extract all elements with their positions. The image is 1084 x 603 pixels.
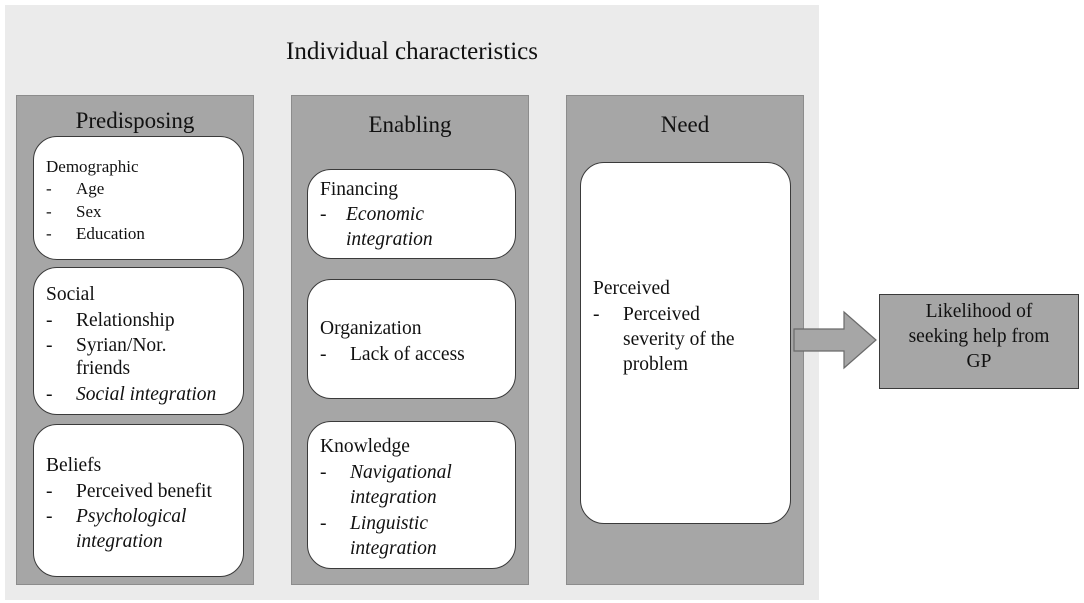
arrow-right-icon	[793, 310, 877, 370]
enabling-column: Enabling Financing - Economic integratio…	[291, 95, 529, 585]
beliefs-item-integration: integration	[76, 531, 163, 552]
dash: -	[46, 481, 53, 502]
need-label: Need	[660, 112, 710, 137]
dash: -	[593, 304, 600, 325]
dash: -	[46, 310, 53, 331]
knowledge-title: Knowledge	[320, 436, 410, 457]
organization-title: Organization	[320, 318, 422, 339]
demographic-item-education: Education	[76, 224, 145, 243]
financing-item-economic: Economic	[346, 204, 424, 225]
financing-box: Financing - Economic integration	[307, 169, 516, 259]
dash: -	[320, 462, 327, 483]
knowledge-item-integration-2: integration	[350, 538, 437, 559]
organization-item-lack-of-access: Lack of access	[350, 344, 465, 365]
social-item-friends: friends	[76, 358, 131, 379]
need-item-problem: problem	[623, 354, 688, 375]
social-item-syrian-nor: Syrian/Nor.	[76, 335, 167, 356]
demographic-item-sex: Sex	[76, 202, 102, 221]
dash: -	[46, 179, 52, 198]
dash: -	[320, 513, 327, 534]
diagram-title: Individual characteristics	[286, 38, 538, 65]
beliefs-item-perceived-benefit: Perceived benefit	[76, 481, 212, 502]
beliefs-box: Beliefs - Perceived benefit - Psychologi…	[33, 424, 244, 577]
social-item-relationship: Relationship	[76, 310, 175, 331]
dash: -	[46, 224, 52, 243]
outcome-box: Likelihood of seeking help from GP	[879, 294, 1079, 389]
organization-box: Organization - Lack of access	[307, 279, 516, 399]
financing-item-integration: integration	[346, 229, 433, 250]
perceived-box: Perceived - Perceived severity of the pr…	[580, 162, 791, 524]
financing-title: Financing	[320, 179, 398, 200]
dash: -	[46, 202, 52, 221]
social-title: Social	[46, 284, 95, 305]
perceived-title: Perceived	[593, 278, 670, 299]
enabling-label: Enabling	[368, 112, 452, 137]
need-item-severity: severity of the	[623, 329, 735, 350]
knowledge-box: Knowledge - Navigational integration - L…	[307, 421, 516, 569]
outcome-line-1: Likelihood of	[925, 301, 1033, 322]
knowledge-item-integration-1: integration	[350, 487, 437, 508]
need-column: Need Perceived - Perceived severity of t…	[566, 95, 804, 585]
demographic-item-age: Age	[76, 179, 105, 198]
outcome-line-2: seeking help from	[908, 326, 1050, 347]
predisposing-label: Predisposing	[75, 108, 195, 133]
dash: -	[46, 335, 53, 356]
dash: -	[46, 506, 53, 527]
predisposing-column: Predisposing Demographic - Age - Sex - E…	[16, 95, 254, 585]
need-item-perceived: Perceived	[623, 304, 700, 325]
social-item-social-integration: Social integration	[76, 384, 217, 405]
dash: -	[320, 344, 327, 365]
knowledge-item-navigational: Navigational	[350, 462, 452, 483]
demographic-title: Demographic	[46, 157, 139, 176]
social-box: Social - Relationship - Syrian/Nor. frie…	[33, 267, 244, 415]
beliefs-title: Beliefs	[46, 455, 102, 476]
dash: -	[320, 204, 327, 225]
dash: -	[46, 384, 53, 405]
beliefs-item-psychological: Psychological	[76, 506, 187, 527]
knowledge-item-linguistic: Linguistic	[350, 513, 429, 534]
outcome-line-3: GP	[966, 351, 992, 372]
demographic-box: Demographic - Age - Sex - Education	[33, 136, 244, 260]
